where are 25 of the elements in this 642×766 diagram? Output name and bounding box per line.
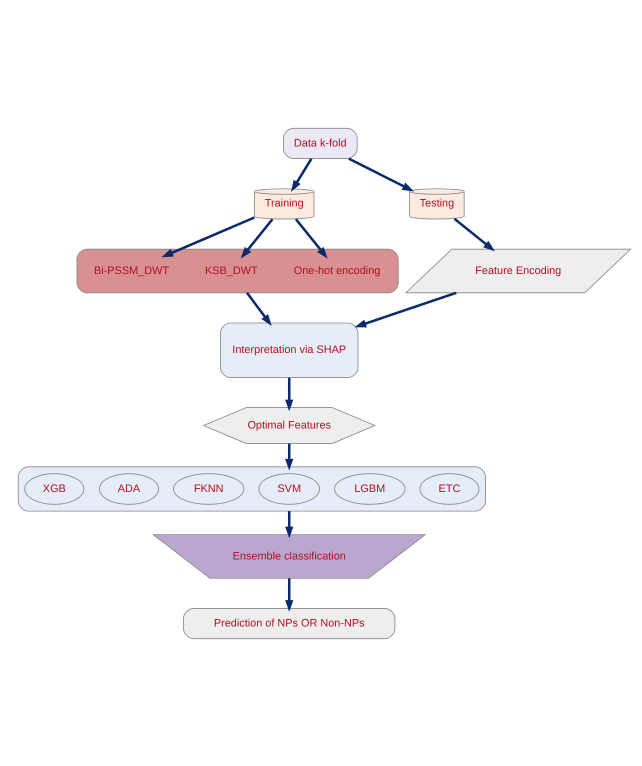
node-text: One-hot encoding [294,264,380,276]
arrow [354,291,457,327]
node-ellipse: XGB [24,472,84,504]
arrow [246,292,272,326]
arrow [285,578,294,612]
node-ellipse: FKNN [173,472,244,504]
arrow [161,216,255,257]
arrow [285,510,294,538]
arrow [291,158,312,192]
node-ellipse: LGBM [334,472,406,504]
arrow [348,157,414,192]
cluster [18,466,486,512]
node-ellipse: ETC [420,472,480,504]
node-ellipse: ADA [99,472,159,504]
node-box: Interpretation via SHAP [220,322,358,378]
node-box: Data k-fold [282,127,358,158]
arrow [294,218,328,258]
node-text: KSB_DWT [205,264,258,276]
arrow [285,443,294,470]
arrow [454,217,495,251]
arrow [240,218,274,258]
node-ellipse: SVM [258,472,320,504]
arrow [285,377,294,411]
node-text: Bi-PSSM_DWT [94,264,170,276]
node-box: Prediction of NPs OR Non-NPs [183,608,396,639]
